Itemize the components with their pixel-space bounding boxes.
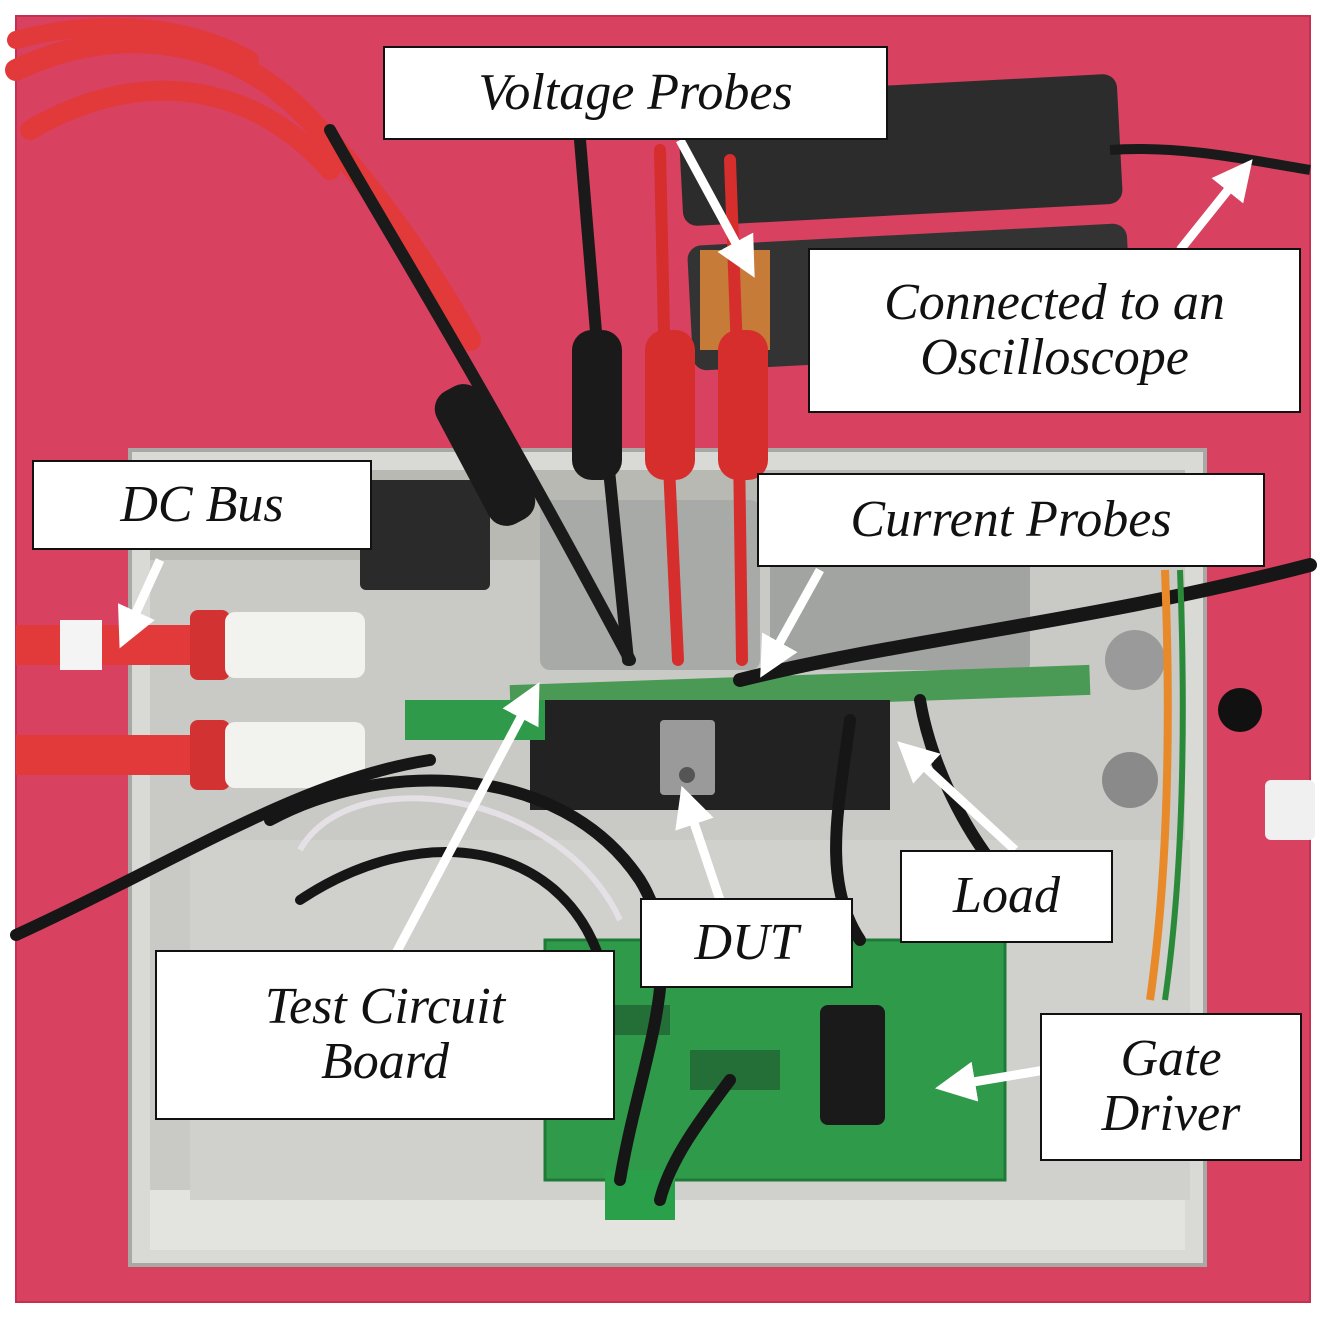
label-dc-bus: DC Bus [32,460,372,550]
label-oscilloscope-line1: Connected to an [884,273,1225,331]
label-current-probes: Current Probes [757,473,1265,567]
arrow-oscilloscope [1176,159,1253,253]
label-test-circuit-line2: Board [320,1033,450,1090]
label-current-probes-text: Current Probes [850,490,1172,548]
label-gate-driver: Gate Driver [1040,1013,1302,1161]
annotation-arrows [118,137,1253,1102]
label-test-circuit-board: Test Circuit Board [155,950,615,1120]
arrow-test-circuit [391,682,540,958]
arrow-dut [675,785,725,902]
label-dut: DUT [640,898,853,988]
label-voltage-probes: Voltage Probes [383,46,888,140]
dc-bus-cables [16,610,365,790]
probe-clips [434,330,768,526]
arrow-current-probes [760,567,824,678]
label-oscilloscope: Connected to an Oscilloscope [808,248,1301,413]
arrow-dc-bus [118,558,165,649]
label-dc-bus-text: DC Bus [120,475,284,533]
label-gate-driver-line1: Gate [1120,1030,1222,1088]
label-oscilloscope-line2: Oscilloscope [920,328,1189,386]
red-cable-coil [5,17,481,351]
arrow-load [897,741,1019,854]
label-load-text: Load [953,867,1060,925]
arrow-voltage-probes [676,137,755,278]
label-test-circuit-line1: Test Circuit [264,978,506,1036]
dut-package [660,720,715,795]
label-voltage-probes-text: Voltage Probes [478,63,793,121]
label-gate-driver-line2: Driver [1101,1085,1241,1142]
arrow-gate-driver [935,1061,1046,1102]
right-connectors [1102,569,1315,1001]
label-load: Load [900,850,1113,943]
label-dut-text: DUT [694,913,799,971]
